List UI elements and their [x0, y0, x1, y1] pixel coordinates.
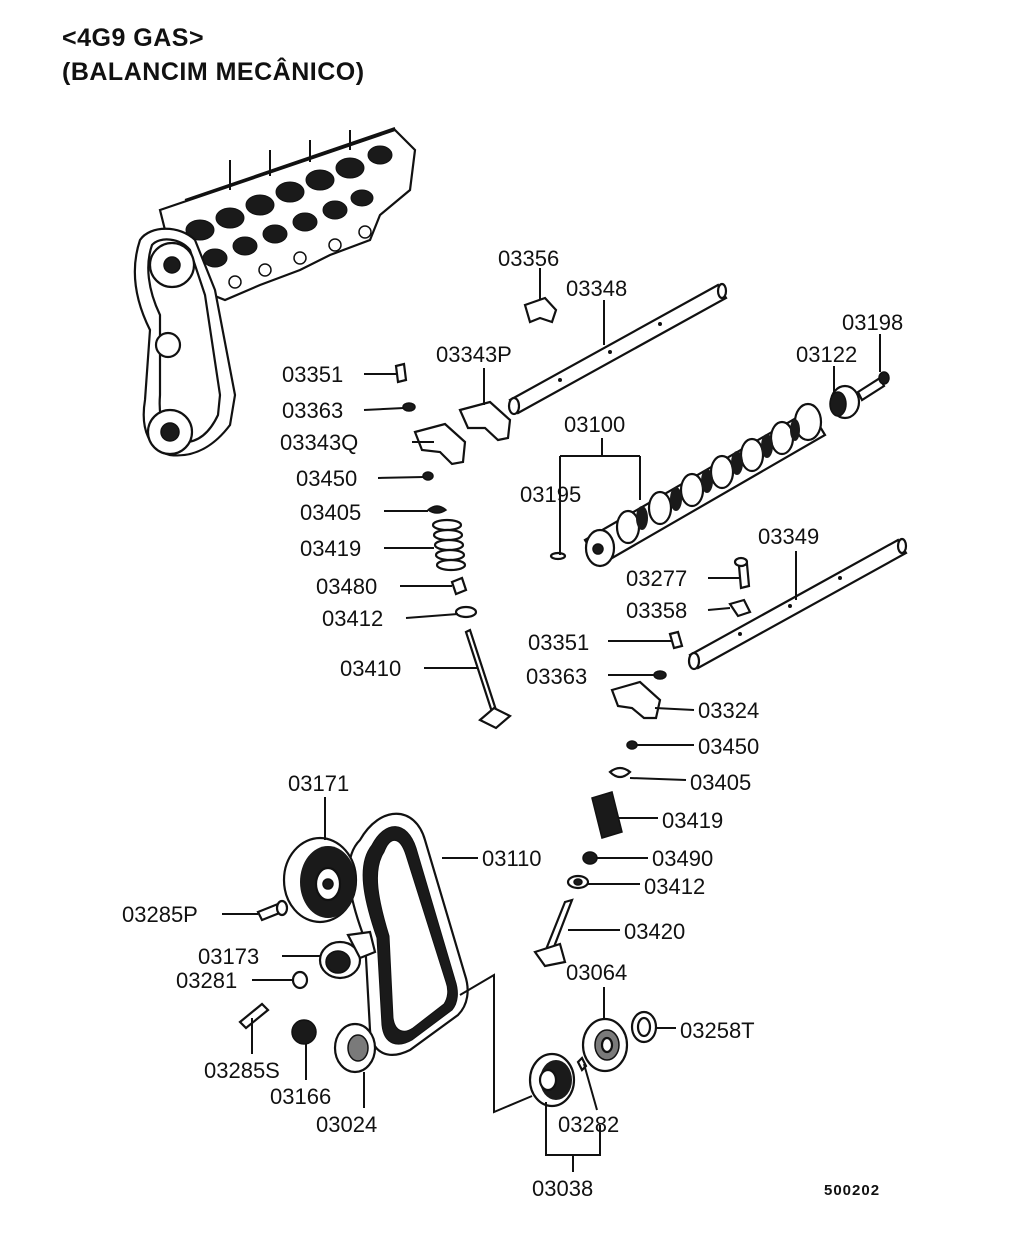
diagram-reference-number: 500202: [824, 1182, 880, 1199]
flange-03024: [333, 1022, 377, 1074]
label-03122: 03122: [796, 342, 857, 367]
label-03420: 03420: [624, 919, 685, 944]
label-03343Q: 03343Q: [280, 430, 358, 455]
label-03410: 03410: [340, 656, 401, 681]
label-03356: 03356: [498, 246, 559, 271]
label-03490: 03490: [652, 846, 713, 871]
label-03450-upper: 03450: [296, 466, 357, 491]
label-03348: 03348: [566, 276, 627, 301]
part-03122-illustration: [829, 384, 861, 420]
camshaft: [583, 402, 827, 568]
tensioner-03173: [318, 930, 377, 980]
valve-train-upper-left: [394, 362, 512, 730]
rocker-shaft-lower: [687, 537, 908, 671]
label-03024: 03024: [316, 1112, 377, 1137]
label-03110: 03110: [482, 846, 542, 871]
label-03363-lower: 03363: [526, 664, 587, 689]
label-03324: 03324: [698, 698, 759, 723]
valve-train-lower-right: [533, 556, 752, 968]
label-03195: 03195: [520, 482, 581, 507]
leader-lines: [222, 268, 881, 1172]
label-03419-lower: 03419: [662, 808, 723, 833]
label-03038: 03038: [532, 1176, 593, 1201]
label-03166: 03166: [270, 1084, 331, 1109]
label-03100: 03100: [564, 412, 625, 437]
label-03064: 03064: [566, 960, 627, 985]
label-03173: 03173: [198, 944, 259, 969]
label-03281: 03281: [176, 968, 237, 993]
part-labels: 03356 03348 03198 03122 03351 03343P 033…: [122, 246, 903, 1201]
part-03356-illustration: [523, 296, 558, 324]
label-03450-lower: 03450: [698, 734, 759, 759]
label-03285P: 03285P: [122, 902, 198, 927]
rocker-shaft-upper: [507, 282, 728, 416]
label-03358: 03358: [626, 598, 687, 623]
washer-03281: [291, 970, 309, 990]
label-03277: 03277: [626, 566, 687, 591]
diagram-subtitle: (BALANCIM MECÂNICO): [62, 58, 365, 86]
label-03480: 03480: [316, 574, 377, 599]
label-03285S: 03285S: [204, 1058, 280, 1083]
flange-03064: [581, 1017, 629, 1073]
bolt-03285P-illustration: [256, 899, 289, 922]
label-03351-upper: 03351: [282, 362, 343, 387]
seal-03258T: [630, 1010, 658, 1044]
label-03282: 03282: [558, 1112, 619, 1137]
label-03343P: 03343P: [436, 342, 512, 367]
timing-belt: [347, 812, 469, 1056]
label-03258T: 03258T: [680, 1018, 755, 1043]
label-03349: 03349: [758, 524, 819, 549]
label-03405-upper: 03405: [300, 500, 361, 525]
label-03198: 03198: [842, 310, 903, 335]
label-03351-lower: 03351: [528, 630, 589, 655]
spacer-03166: [291, 1019, 317, 1045]
label-03363-upper: 03363: [282, 398, 343, 423]
label-03405-lower: 03405: [690, 770, 751, 795]
part-03195-illustration: [549, 551, 567, 561]
part-03198-illustration: [856, 371, 890, 402]
label-03412-upper: 03412: [322, 606, 383, 631]
label-03419-upper: 03419: [300, 536, 361, 561]
cam-sprocket: [282, 836, 358, 924]
crank-sprocket-03038: [528, 1052, 576, 1108]
bolt-03285S-illustration: [238, 1002, 270, 1030]
label-03412-lower: 03412: [644, 874, 705, 899]
diagram-title: <4G9 GAS>: [62, 24, 205, 52]
label-03171: 03171: [288, 771, 349, 796]
engine-head-illustration: [133, 127, 417, 457]
